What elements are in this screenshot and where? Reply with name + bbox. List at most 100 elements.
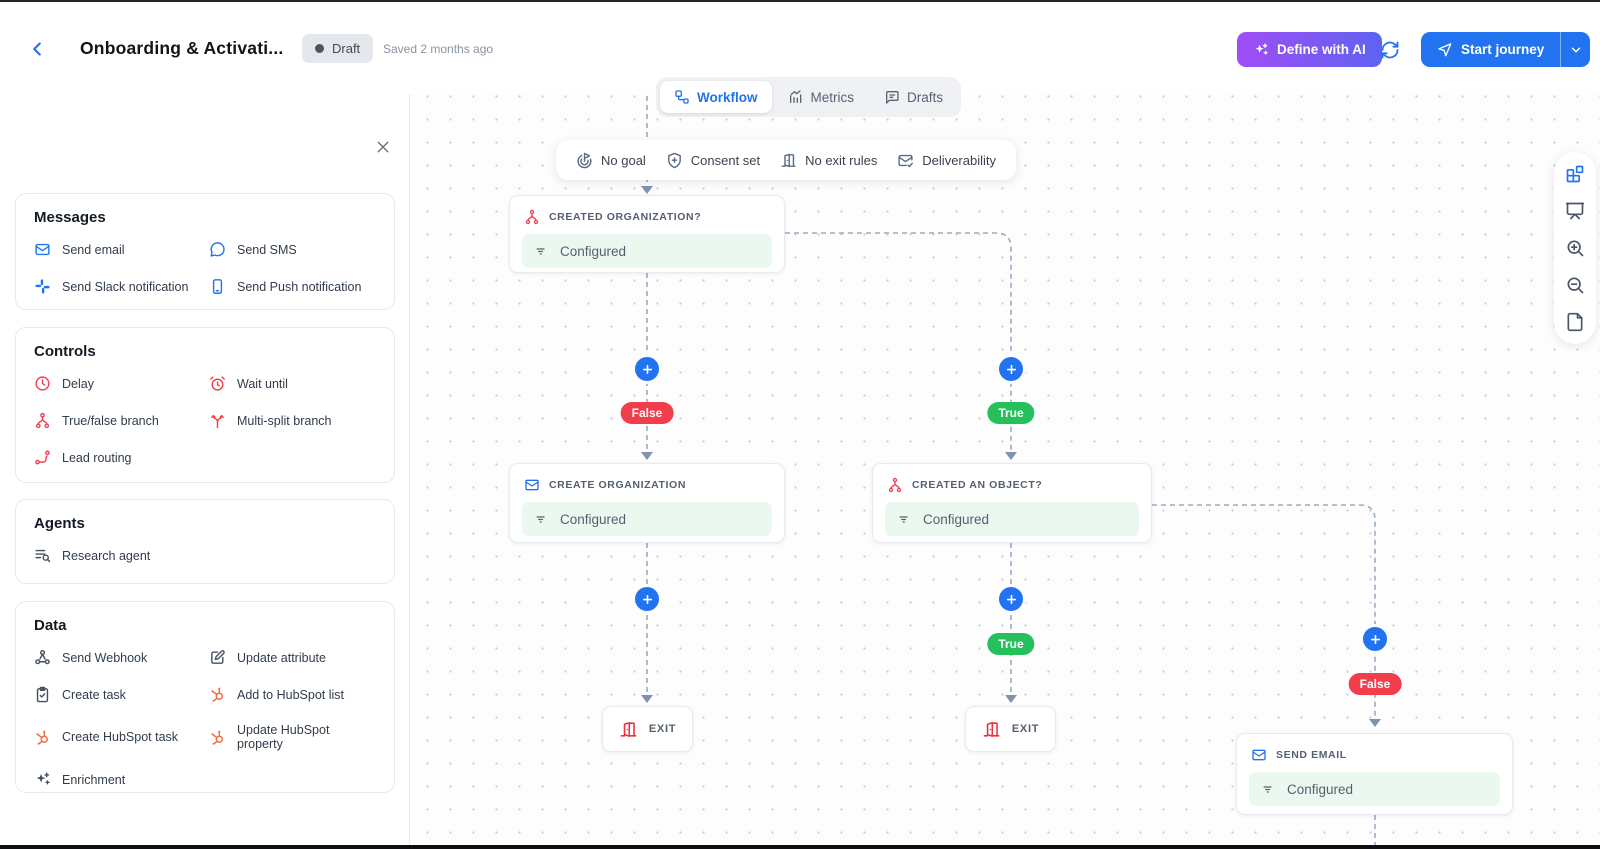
back-button[interactable] <box>26 38 48 60</box>
section-title: Agents <box>34 515 85 532</box>
notes-button[interactable] <box>1565 312 1585 332</box>
workflow-icon <box>675 90 689 104</box>
status-item-consent[interactable]: Consent set <box>666 152 760 169</box>
define-with-ai-button[interactable]: Define with AI <box>1237 32 1382 67</box>
status-item-exit-rules[interactable]: No exit rules <box>780 152 877 169</box>
palette-item-label: Add to HubSpot list <box>237 687 345 702</box>
zoom-in-icon <box>1567 240 1584 257</box>
node-create-organization[interactable]: CREATE ORGANIZATION Configured <box>509 463 785 543</box>
view-tabbar: Workflow Metrics Drafts <box>656 77 962 117</box>
screen-top-edge <box>0 0 1600 2</box>
blocks-icon <box>1566 165 1584 183</box>
palette-item-label: Create HubSpot task <box>62 730 179 744</box>
palette-item-send-sms[interactable]: Send SMS <box>209 241 376 258</box>
palette-item-label: Update attribute <box>237 650 326 665</box>
node-config-chip[interactable]: Configured <box>885 502 1139 536</box>
tab-drafts-label: Drafts <box>907 89 944 105</box>
filter-icon <box>536 515 545 523</box>
page-title: Onboarding & Activati... <box>80 38 284 58</box>
close-sidebar-button[interactable] <box>375 139 391 155</box>
palette-item-lead-routing[interactable]: Lead routing <box>34 449 201 466</box>
section-data: Data Send Webhook Update attribute Creat… <box>15 601 395 793</box>
palette-item-label: Delay <box>62 376 94 391</box>
start-journey-dropdown-button[interactable] <box>1560 32 1591 67</box>
file-icon <box>1567 312 1583 332</box>
section-title: Data <box>34 617 67 634</box>
palette-item-create-task[interactable]: Create task <box>34 686 201 703</box>
status-item-goal[interactable]: No goal <box>576 152 646 169</box>
journey-status-bar: No goal Consent set No exit rules Delive… <box>556 140 1016 180</box>
node-created-an-object[interactable]: CREATED AN OBJECT? Configured <box>872 463 1152 543</box>
tab-metrics-label: Metrics <box>810 89 855 105</box>
add-step-button[interactable] <box>635 357 659 381</box>
section-title: Controls <box>34 343 96 360</box>
node-created-organization[interactable]: CREATED ORGANIZATION? Configured <box>509 195 785 273</box>
clipboard-icon <box>36 686 49 703</box>
node-config-label: Configured <box>923 511 990 527</box>
zoom-out-button[interactable] <box>1565 275 1585 295</box>
mail-icon <box>35 243 50 256</box>
palette-item-send-slack[interactable]: Send Slack notification <box>34 278 201 295</box>
add-step-button[interactable] <box>635 587 659 611</box>
node-title: EXIT <box>1011 723 1040 735</box>
plus-icon <box>1370 634 1380 644</box>
templates-button[interactable] <box>1565 164 1585 184</box>
palette-item-send-webhook[interactable]: Send Webhook <box>34 649 201 666</box>
plus-icon <box>1006 594 1016 604</box>
node-config-chip[interactable]: Configured <box>522 502 772 536</box>
alarm-icon <box>210 376 225 391</box>
tab-workflow[interactable]: Workflow <box>660 81 772 113</box>
palette-item-update-hubspot-property[interactable]: Update HubSpot property <box>209 723 376 751</box>
refresh-icon <box>1381 41 1399 59</box>
palette-item-update-attribute[interactable]: Update attribute <box>209 649 376 666</box>
palette-item-label: Research agent <box>62 548 151 563</box>
plus-icon <box>1006 364 1016 374</box>
workflow-canvas[interactable]: No goal Consent set No exit rules Delive… <box>410 94 1600 845</box>
palette-item-delay[interactable]: Delay <box>34 375 201 392</box>
chevron-left-icon <box>33 42 41 56</box>
palette-item-label: Wait until <box>237 376 288 391</box>
branch-badge-false: False <box>1348 673 1402 695</box>
palette-item-label: Lead routing <box>62 450 132 465</box>
add-step-button[interactable] <box>1363 627 1387 651</box>
start-journey-split-button: Start journey <box>1421 32 1591 67</box>
split-icon <box>211 414 224 429</box>
palette-item-true-false-branch[interactable]: True/false branch <box>34 412 201 429</box>
palette-item-enrichment[interactable]: Enrichment <box>34 771 201 788</box>
node-config-chip[interactable]: Configured <box>522 234 772 268</box>
section-agents: Agents Research agent <box>15 499 395 584</box>
branch-badge-false: False <box>620 402 674 424</box>
node-config-label: Configured <box>560 243 627 259</box>
node-title: EXIT <box>648 723 677 735</box>
palette-item-wait-until[interactable]: Wait until <box>209 375 376 392</box>
node-exit-right[interactable]: EXIT <box>965 706 1056 752</box>
start-journey-label: Start journey <box>1461 42 1545 57</box>
tab-metrics[interactable]: Metrics <box>774 81 869 113</box>
palette-item-add-to-hubspot-list[interactable]: Add to HubSpot list <box>209 686 376 703</box>
presentation-button[interactable] <box>1565 201 1585 221</box>
filter-icon <box>1263 785 1272 793</box>
palette-item-multi-split-branch[interactable]: Multi-split branch <box>209 412 376 429</box>
plus-icon <box>642 594 652 604</box>
sparkles-icon <box>36 772 50 785</box>
tab-drafts[interactable]: Drafts <box>870 81 957 113</box>
node-exit-left[interactable]: EXIT <box>602 706 693 752</box>
palette-item-label: Send Slack notification <box>62 279 189 294</box>
sparkles-icon <box>1255 42 1268 55</box>
palette-item-send-push[interactable]: Send Push notification <box>209 278 376 295</box>
refresh-button[interactable] <box>1380 40 1400 60</box>
palette-item-send-email[interactable]: Send email <box>34 241 201 258</box>
add-step-button[interactable] <box>999 587 1023 611</box>
node-config-chip[interactable]: Configured <box>1249 772 1500 806</box>
palette-item-create-hubspot-task[interactable]: Create HubSpot task <box>34 723 201 751</box>
palette-item-research-agent[interactable]: Research agent <box>34 547 201 564</box>
presentation-icon <box>1565 202 1585 220</box>
status-item-deliverability[interactable]: Deliverability <box>897 152 996 169</box>
add-step-button[interactable] <box>999 357 1023 381</box>
slack-icon <box>35 279 50 294</box>
start-journey-button[interactable]: Start journey <box>1421 32 1561 67</box>
node-send-email[interactable]: SEND EMAIL Configured <box>1236 733 1513 815</box>
draft-dot-icon <box>315 44 324 53</box>
zoom-in-button[interactable] <box>1565 238 1585 258</box>
drafts-icon <box>886 91 899 104</box>
